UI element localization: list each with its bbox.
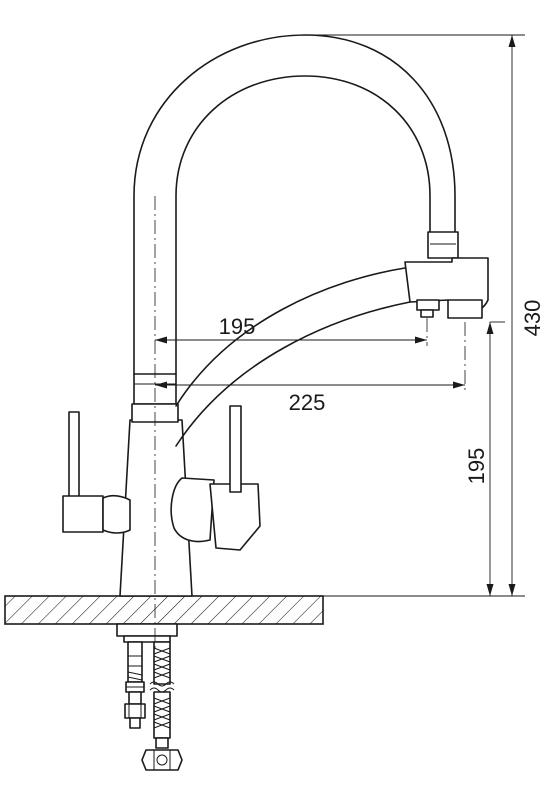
filtered-water-arm [175, 257, 489, 447]
countertop [4, 595, 324, 625]
centerlines [154, 196, 466, 650]
dimension-spout-reach-inner: 195 [155, 314, 427, 344]
dimension-label-spout-reach-outer: 225 [289, 390, 326, 415]
extension-lines [300, 34, 525, 597]
gooseneck-spout [133, 34, 459, 375]
left-handle [62, 411, 131, 534]
dimension-aerator-height: 195 [464, 322, 494, 596]
dimension-label-spout-reach-inner: 195 [219, 314, 256, 339]
supply-hoses [124, 641, 183, 771]
dimension-label-total-height: 430 [520, 300, 545, 337]
mounting-shank [116, 623, 178, 643]
right-handle [170, 405, 261, 551]
dimension-spout-reach-outer: 225 [155, 381, 465, 415]
dimension-total-height: 430 [508, 35, 545, 596]
dimension-label-aerator-height: 195 [464, 448, 489, 485]
